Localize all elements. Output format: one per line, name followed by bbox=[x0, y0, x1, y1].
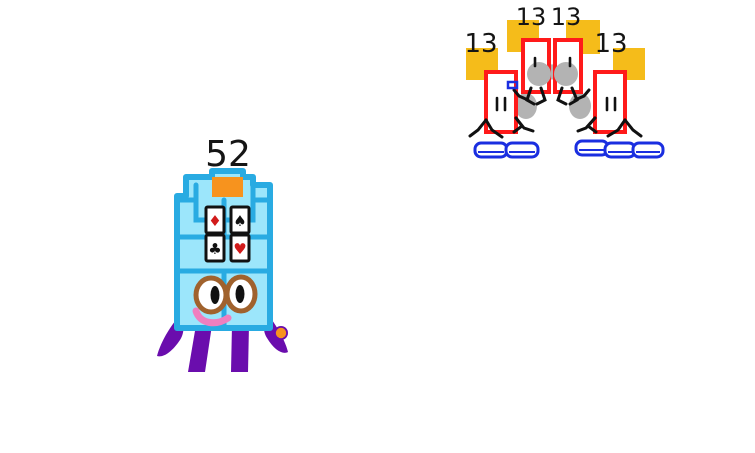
right-eye bbox=[224, 274, 258, 314]
label-13-right-outer: 13 bbox=[594, 29, 627, 59]
grey-blob-left-outer bbox=[515, 93, 537, 119]
shoe-right-1 bbox=[574, 139, 610, 157]
shoe-left-1 bbox=[473, 141, 509, 159]
grey-blob-front-right-inner bbox=[554, 62, 578, 86]
left-eye bbox=[193, 275, 229, 315]
red-rect-right-outer bbox=[593, 70, 627, 134]
heart-card: ♥ bbox=[229, 233, 251, 263]
shoe-right-3 bbox=[631, 141, 665, 159]
card-group: ♦ ♠ ♣ ♥ bbox=[204, 205, 251, 263]
label-13-left-inner: 13 bbox=[516, 3, 547, 31]
spade-card: ♠ bbox=[229, 205, 251, 235]
right-leg bbox=[231, 325, 249, 372]
orange-hat-block bbox=[212, 177, 243, 197]
smile-mouth bbox=[192, 307, 232, 327]
diamond-card: ♦ bbox=[204, 205, 226, 235]
grey-blob-front-left-inner bbox=[527, 62, 551, 86]
left-pupil bbox=[210, 286, 220, 304]
left-leg bbox=[188, 325, 212, 372]
label-13-right-inner: 13 bbox=[551, 3, 582, 31]
heart-suit-glyph: ♥ bbox=[233, 240, 246, 258]
orange-watch-dot bbox=[275, 327, 287, 339]
stick-legs-group bbox=[468, 86, 643, 139]
spade-suit-glyph: ♠ bbox=[233, 212, 246, 230]
shoe-right-2 bbox=[603, 141, 637, 159]
red-rect-left-outer bbox=[484, 70, 518, 134]
shoe-left-2 bbox=[504, 141, 540, 159]
numberblock-52[interactable]: 52 ♦ bbox=[157, 134, 288, 372]
club-card: ♣ bbox=[204, 233, 226, 263]
tiny-blue-mark bbox=[506, 80, 519, 90]
eyes-group bbox=[193, 274, 258, 315]
label-13-left-outer: 13 bbox=[464, 29, 497, 59]
shoes-group bbox=[473, 139, 665, 159]
legs-group bbox=[188, 325, 249, 372]
right-pupil bbox=[235, 285, 245, 303]
club-suit-glyph: ♣ bbox=[208, 240, 221, 258]
diamond-suit-glyph: ♦ bbox=[208, 212, 221, 230]
eye-ticks-group bbox=[495, 56, 617, 112]
thirteens-group[interactable]: 13 13 13 13 bbox=[464, 3, 665, 159]
